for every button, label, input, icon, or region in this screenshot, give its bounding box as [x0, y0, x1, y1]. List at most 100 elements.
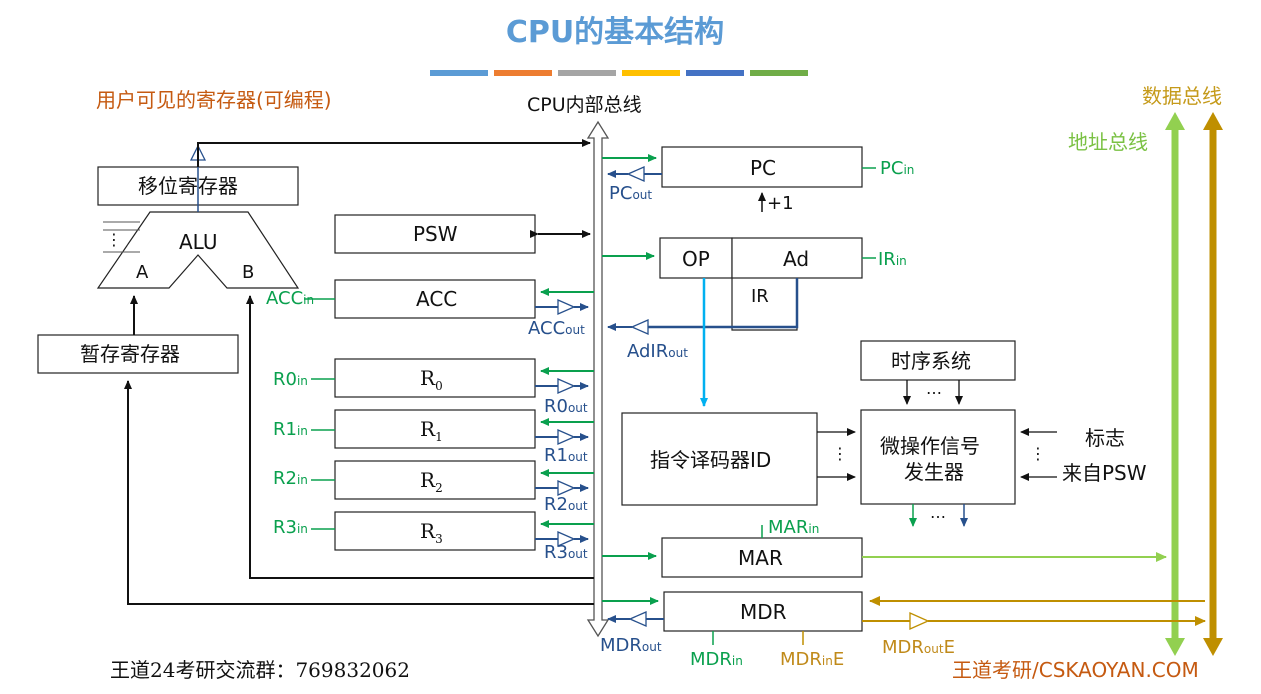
flags-input-vdots: ⋮ — [1030, 444, 1046, 463]
pc-out-gate — [626, 166, 645, 182]
page-title: CPU的基本结构 — [505, 15, 725, 50]
mdr-label: MDR — [740, 600, 787, 624]
user-visible-registers-label: 用户可见的寄存器(可编程) — [96, 88, 332, 112]
stripe-2 — [494, 70, 552, 76]
mar-in-signal: MARin — [768, 519, 819, 537]
flags-label-1: 标志 — [1085, 426, 1125, 450]
psw-label: PSW — [413, 222, 458, 246]
timing-system-label: 时序系统 — [891, 349, 971, 373]
r1-in-signal: R1in — [273, 421, 308, 439]
acc-out-signal: ACCout — [528, 320, 585, 338]
acc-out-sub: out — [565, 323, 585, 337]
timing-system-box — [860, 340, 1016, 381]
pc-increment-label: +1 — [767, 193, 794, 214]
r2-label: R2 — [420, 468, 443, 495]
mdr-in-e-base: MDR — [780, 649, 822, 670]
micro-op-generator-box — [860, 409, 1016, 505]
r0-sub: 0 — [435, 379, 443, 393]
r3-in-sub: in — [296, 522, 308, 536]
r0-in-sub: in — [296, 374, 308, 388]
stripe-4 — [622, 70, 680, 76]
decoder-output-vdots: ⋮ — [832, 444, 848, 463]
r3-box — [334, 511, 536, 551]
r0-box — [334, 358, 536, 398]
adir-out-base: AdIR — [627, 341, 669, 362]
adir-out-gate — [630, 319, 649, 335]
mdr-out-gate — [628, 611, 647, 627]
cpu-internal-bus-label: CPU内部总线 — [527, 94, 642, 116]
temp-register-box — [37, 334, 239, 374]
r1-out-sub: out — [567, 450, 588, 464]
mdr-out-signal: MDRout — [600, 637, 662, 655]
r0-label: R0 — [420, 366, 443, 393]
r2-in-sub: in — [296, 473, 308, 487]
mdr-out-e-sub: out — [923, 642, 944, 656]
decoder-box — [621, 412, 818, 506]
r1-sub: 1 — [435, 430, 443, 444]
cpu-internal-bus — [586, 120, 610, 638]
acc-out-base: ACC — [528, 318, 566, 339]
r3-label: R3 — [420, 519, 443, 546]
r0-in-base: R0 — [273, 369, 297, 390]
r3-in-signal: R3in — [273, 519, 308, 537]
mar-box — [661, 537, 863, 578]
alu-label: ALU — [179, 230, 218, 254]
r3-out-gate — [557, 531, 576, 547]
adir-out-sub: out — [668, 346, 688, 360]
mar-in-sub: in — [808, 522, 820, 536]
r0-out-sub: out — [567, 401, 588, 415]
pc-in-sub: in — [903, 163, 915, 177]
address-bus-label: 地址总线 — [1068, 130, 1148, 154]
r1-in-base: R1 — [273, 419, 297, 440]
pc-box — [661, 146, 863, 188]
micro-op-gen-label-2: 发生器 — [904, 460, 964, 484]
adir-out-signal: AdIRout — [627, 343, 688, 361]
r1-box — [334, 409, 536, 449]
r2-out-sub: out — [567, 499, 588, 513]
mdr-in-e-sub: in — [821, 654, 833, 668]
stripe-6 — [750, 70, 808, 76]
decoder-label: 指令译码器ID — [650, 448, 772, 472]
data-bus — [1203, 112, 1223, 656]
alu-shape — [96, 211, 300, 289]
r3-out-sub: out — [567, 547, 588, 561]
brand-watermark: 王道考研/CSKAOYAN.COM — [952, 658, 1199, 682]
mdr-in-e-suffix: E — [832, 649, 845, 670]
timing-dots: … — [926, 379, 942, 398]
r0-base: R — [420, 366, 436, 390]
mdr-out-e-suffix: E — [943, 637, 955, 658]
mdr-out-e-signal: MDRoutE — [882, 639, 955, 657]
bus-to-temp — [124, 380, 594, 605]
ad-box — [731, 237, 863, 279]
stripe-3 — [558, 70, 616, 76]
pc-label: PC — [750, 156, 777, 180]
micro-op-gen-label-1: 微操作信号 — [880, 434, 980, 458]
acc-in-base: ACC — [266, 288, 304, 309]
r0-in-signal: R0in — [273, 371, 308, 389]
r2-out-base: R2 — [544, 494, 568, 515]
shift-to-bus-line — [197, 139, 591, 167]
acc-label: ACC — [416, 287, 458, 311]
r3-out-signal: R3out — [544, 544, 588, 562]
bus-to-alu-b — [246, 295, 594, 579]
mdr-in-signal: MDRin — [690, 651, 743, 669]
r3-base: R — [420, 519, 436, 543]
psw-box — [334, 214, 536, 254]
r3-sub: 3 — [435, 532, 443, 546]
stripe-5 — [686, 70, 744, 76]
temp-register-label: 暂存寄存器 — [80, 342, 180, 366]
r2-out-signal: R2out — [544, 496, 588, 514]
pc-out-base: PC — [609, 183, 633, 204]
pc-out-signal: PCout — [609, 185, 652, 203]
footer-group-text: 王道24考研交流群：769832062 — [110, 658, 410, 682]
r1-base: R — [420, 417, 436, 441]
mdr-out-sub: out — [641, 640, 662, 654]
r0-out-gate — [557, 378, 576, 394]
op-label: OP — [682, 247, 710, 271]
r2-out-gate — [557, 480, 576, 496]
shift-register-label: 移位寄存器 — [138, 174, 238, 198]
flags-label-2: 来自PSW — [1062, 461, 1147, 485]
mdr-in-base: MDR — [690, 649, 732, 670]
